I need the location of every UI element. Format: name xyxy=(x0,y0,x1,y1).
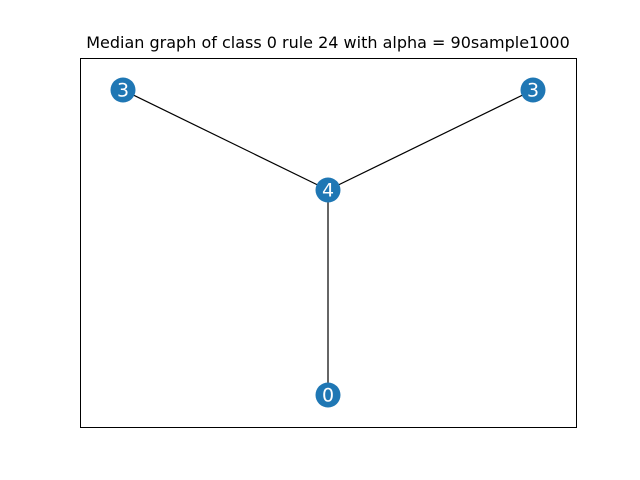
plot-frame xyxy=(80,58,577,428)
graph-edge-1 xyxy=(327,89,534,191)
graph-node-label: 0 xyxy=(322,385,334,407)
graph-node-label: 3 xyxy=(527,80,539,102)
graph-node-1: 3 xyxy=(520,77,546,103)
figure-title: Median graph of class 0 rule 24 with alp… xyxy=(86,33,570,52)
graph-node-circle xyxy=(315,177,341,203)
nodes-layer: 3 3 4 0 xyxy=(110,77,546,408)
graph-node-circle xyxy=(110,77,136,103)
graph-node-0: 3 xyxy=(110,77,136,103)
graph-node-label: 3 xyxy=(117,80,129,102)
graph-node-3: 0 xyxy=(315,382,341,408)
graph-node-2: 4 xyxy=(315,177,341,203)
graph-edge-0 xyxy=(122,89,329,191)
graph-node-circle xyxy=(520,77,546,103)
edges-layer xyxy=(122,89,534,395)
graph-node-circle xyxy=(315,382,341,408)
graph-node-label: 4 xyxy=(322,180,334,202)
